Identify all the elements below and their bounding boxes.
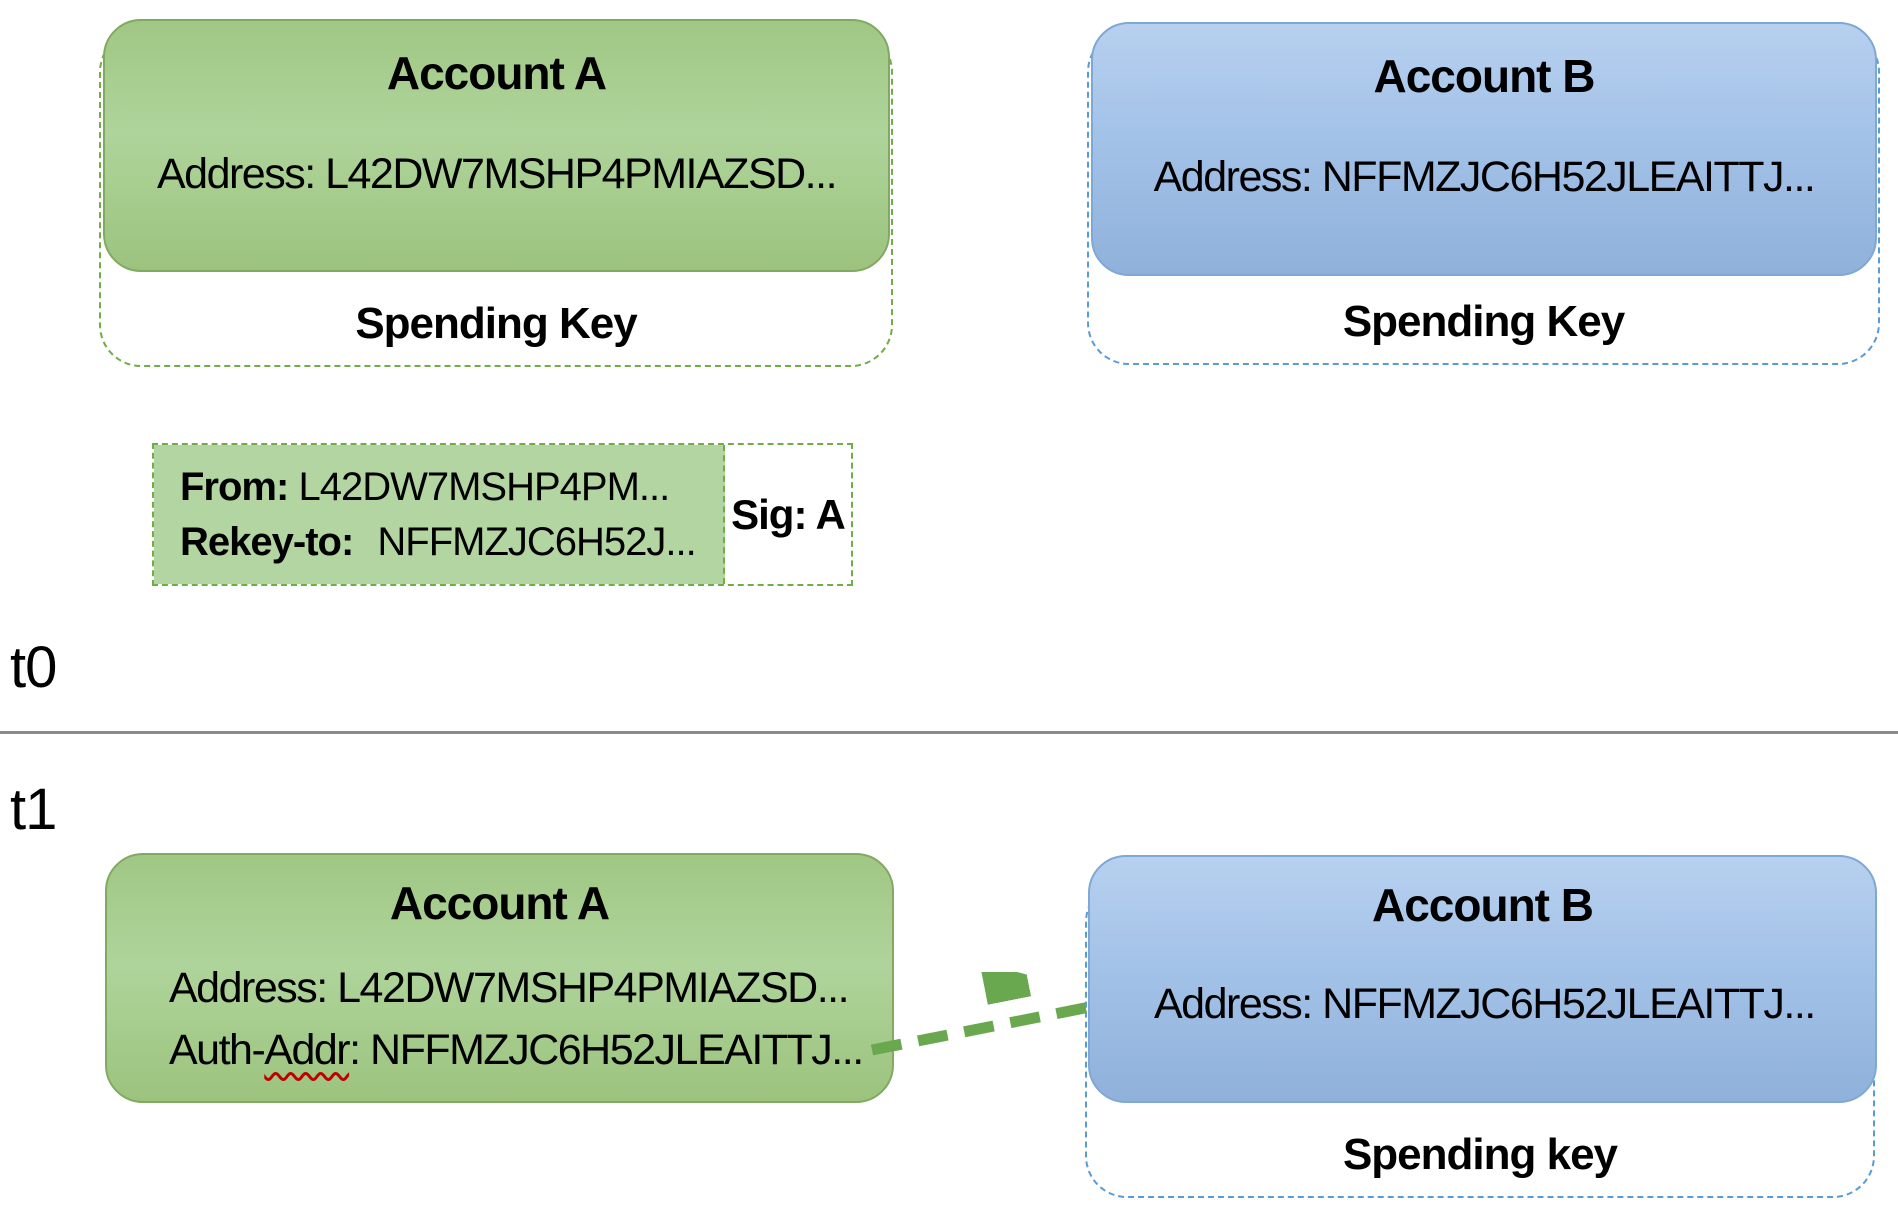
t1-account-b-title: Account B <box>1372 879 1594 931</box>
timeline-label-t0: t0 <box>10 635 57 700</box>
rekey-to-label: Rekey-to: <box>180 519 354 564</box>
rekey-transaction-box: From: L42DW7MSHP4PM... Rekey-to: NFFMZJC… <box>152 443 853 586</box>
t1-account-b-spending-key-label: Spending key <box>1342 1130 1618 1179</box>
timeline-label-t1: t1 <box>10 777 57 842</box>
auth-addr-misspelled-word: Addr <box>264 1026 350 1074</box>
auth-addr-prefix: Auth- <box>169 1026 266 1074</box>
rekey-to-value: NFFMZJC6H52J... <box>377 519 696 564</box>
t1-account-a-address: Address: L42DW7MSHP4PMIAZSD... <box>169 964 850 1012</box>
from-value: L42DW7MSHP4PM... <box>298 464 670 509</box>
transaction-rekey-line: Rekey-to: NFFMZJC6H52J... <box>180 515 723 570</box>
transaction-from-line: From: L42DW7MSHP4PM... <box>180 460 723 515</box>
rekey-arrow <box>870 972 1102 1056</box>
t0-account-b-spending-key-label: Spending Key <box>1342 297 1625 346</box>
t1-account-b-address: Address: NFFMZJC6H52JLEAITTJ... <box>1154 980 1816 1028</box>
t0-account-a-address: Address: L42DW7MSHP4PMIAZSD... <box>156 150 838 198</box>
t1-account-a-box: Account A Address: L42DW7MSHP4PMIAZSD...… <box>105 853 894 1103</box>
t0-account-b-address: Address: NFFMZJC6H52JLEAITTJ... <box>1153 153 1816 201</box>
t0-account-a-spending-key-box: Spending Key <box>99 30 893 367</box>
rekey-transaction-fields: From: L42DW7MSHP4PM... Rekey-to: NFFMZJC… <box>154 445 725 584</box>
t0-account-a-title: Account A <box>386 47 607 99</box>
auth-addr-rest: : NFFMZJC6H52JLEAITTJ... <box>349 1026 864 1074</box>
t1-account-a-title: Account A <box>389 877 610 929</box>
t1-account-a-auth-addr: Auth-Addr: NFFMZJC6H52JLEAITTJ... <box>107 1019 892 1081</box>
from-label: From: <box>180 464 289 509</box>
t0-account-b-title: Account B <box>1373 50 1596 102</box>
t0-account-a-box: Account A Address: L42DW7MSHP4PMIAZSD... <box>103 19 890 272</box>
t0-account-a-spending-key-label: Spending Key <box>355 299 637 348</box>
t1-account-b-box: Account B Address: NFFMZJC6H52JLEAITTJ..… <box>1088 855 1877 1103</box>
transaction-signature-cell: Sig: A <box>725 445 851 584</box>
t0-account-b-box: Account B Address: NFFMZJC6H52JLEAITTJ..… <box>1091 22 1877 276</box>
timeline-divider <box>0 731 1898 734</box>
